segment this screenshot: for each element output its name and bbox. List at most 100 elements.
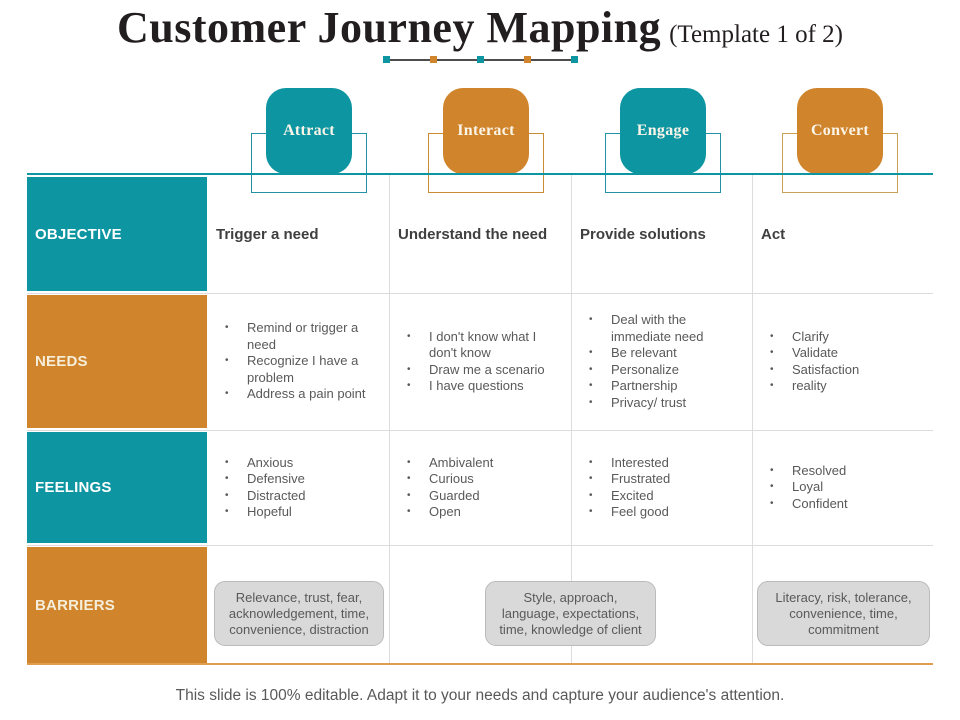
list-item-text: Recognize I have a problem (247, 353, 359, 385)
list-item-text: Partnership (611, 378, 678, 393)
stage-badge-convert: Convert (797, 88, 883, 174)
list-item: • Privacy/ trust (589, 395, 744, 412)
stage-badge-engage: Engage (620, 88, 706, 174)
list-item: • Open (407, 504, 563, 521)
barrier-box-col-4: Literacy, risk, tolerance, convenience, … (757, 581, 930, 646)
list-item-text: I don't know what I don't know (429, 328, 537, 361)
list-item: • Clarify (770, 329, 925, 346)
bullet-icon: • (225, 473, 229, 484)
divider-square (429, 56, 437, 63)
cell-feelings-2: •Ambivalent•Curious•Guarded•Open (389, 432, 571, 543)
row-header-feelings: FEELINGS (27, 432, 207, 543)
list-item-text: Confident (792, 495, 848, 511)
list-item: • Guarded (407, 488, 563, 505)
list-item: •Satisfaction (770, 362, 925, 379)
list-item-text: Remind or trigger a need (247, 320, 359, 352)
list-item-text: Hopeful (247, 504, 292, 519)
divider-square (570, 56, 578, 63)
list-item: • I don't know what I don't know (407, 329, 563, 362)
bullet-icon: • (407, 473, 411, 484)
bullet-icon: • (225, 355, 229, 367)
list-item-text: Draw me a scenario (429, 361, 545, 377)
list-item: • Remind or trigger a need (225, 320, 381, 353)
list-item-text: Be relevant (611, 345, 677, 360)
divider-line (530, 58, 571, 61)
list-item-text: Privacy/ trust (611, 394, 687, 410)
bullet-icon: • (770, 481, 774, 493)
list-item-text: Deal with the immediate need (611, 312, 704, 344)
list-item-text: Address a pain point (247, 386, 366, 402)
bullet-icon: • (770, 497, 774, 509)
list-item-text: reality (792, 378, 827, 393)
title-suffix: (Template 1 of 2) (669, 21, 843, 48)
bullet-icon: • (407, 363, 411, 375)
bullet-icon: • (589, 363, 593, 375)
page-title: Customer Journey Mapping(Template 1 of 2… (0, 2, 960, 53)
row-divider (27, 430, 933, 431)
list-item: • Be relevant (589, 345, 744, 362)
barrier-box-col-2-3: Style, approach, language, expectations,… (485, 581, 656, 646)
list-item: •Feel good (589, 504, 744, 521)
list-item-text: Loyal (792, 479, 824, 495)
list-item-text: Personalize (611, 361, 679, 377)
list-item: •Excited (589, 488, 744, 505)
bullet-icon: • (407, 489, 411, 501)
list-item-text: Distracted (247, 487, 306, 503)
row-header-objective: OBJECTIVE (27, 177, 207, 291)
list-item-text: Frustrated (611, 471, 671, 486)
cell-needs-3: •Deal with the immediate need•Be relevan… (571, 295, 752, 428)
bullet-icon: • (225, 489, 229, 501)
bullet-icon: • (589, 456, 593, 468)
bullet-icon: • (407, 506, 411, 517)
column-divider (571, 175, 572, 663)
list-item: • I have questions (407, 378, 563, 395)
column-divider (752, 175, 753, 663)
stage-badge-attract: Attract (266, 88, 352, 174)
list-item-text: Anxious (247, 454, 294, 470)
bullet-icon: • (225, 506, 229, 517)
list-item: •Ambivalent (407, 455, 563, 472)
cell-feelings-3: • Interested • Frustrated •Excited•Feel good (571, 432, 752, 543)
list-item: • Interested (589, 455, 744, 472)
list-item-text: Open (429, 504, 461, 519)
list-item: •Partnership (589, 378, 744, 395)
bullet-icon: • (770, 380, 774, 391)
bullet-icon: • (407, 380, 411, 391)
cell-feelings-1: •Anxious•Defensive•Distracted•Hopeful (207, 432, 389, 543)
list-item: • Hopeful (225, 504, 381, 521)
row-header-barriers: BARRIERS (27, 547, 207, 663)
list-item: • reality (770, 378, 925, 395)
cell-needs-4: •Clarify•Validate•Satisfaction•reality (752, 295, 933, 428)
footer-note: This slide is 100% editable. Adapt it to… (175, 687, 785, 704)
list-item: • Recognize I have a problem (225, 353, 381, 386)
bullet-icon: • (589, 396, 593, 408)
list-item: •Resolved (770, 463, 925, 480)
list-item: •Address a pain point (225, 386, 381, 403)
divider-line (483, 58, 524, 61)
bullet-icon: • (589, 506, 593, 517)
bullet-icon: • (589, 347, 593, 358)
bullet-icon: • (589, 473, 593, 484)
stage-badge-interact: Interact (443, 88, 529, 174)
barrier-box-col-1: Relevance, trust, fear, acknowledgement,… (214, 581, 384, 646)
bullet-icon: • (589, 489, 593, 501)
bullet-icon: • (225, 322, 229, 334)
list-item: •Deal with the immediate need (589, 312, 744, 345)
list-item-text: Interested (611, 454, 669, 470)
list-item: •Anxious (225, 455, 381, 472)
list-item: •Validate (770, 345, 925, 362)
bullet-icon: • (407, 456, 411, 468)
divider-square (382, 56, 390, 63)
cell-objective-1: Trigger a need (216, 225, 319, 243)
cell-objective-3: Provide solutions (580, 225, 706, 243)
list-item-text: I have questions (429, 378, 524, 393)
bullet-icon: • (770, 330, 774, 342)
bullet-icon: • (407, 330, 411, 342)
list-item: • Loyal (770, 479, 925, 496)
list-item-text: Validate (792, 345, 839, 360)
list-item-text: Clarify (792, 328, 829, 344)
bullet-icon: • (770, 464, 774, 476)
list-item: • Confident (770, 496, 925, 513)
list-item-text: Guarded (429, 487, 480, 503)
